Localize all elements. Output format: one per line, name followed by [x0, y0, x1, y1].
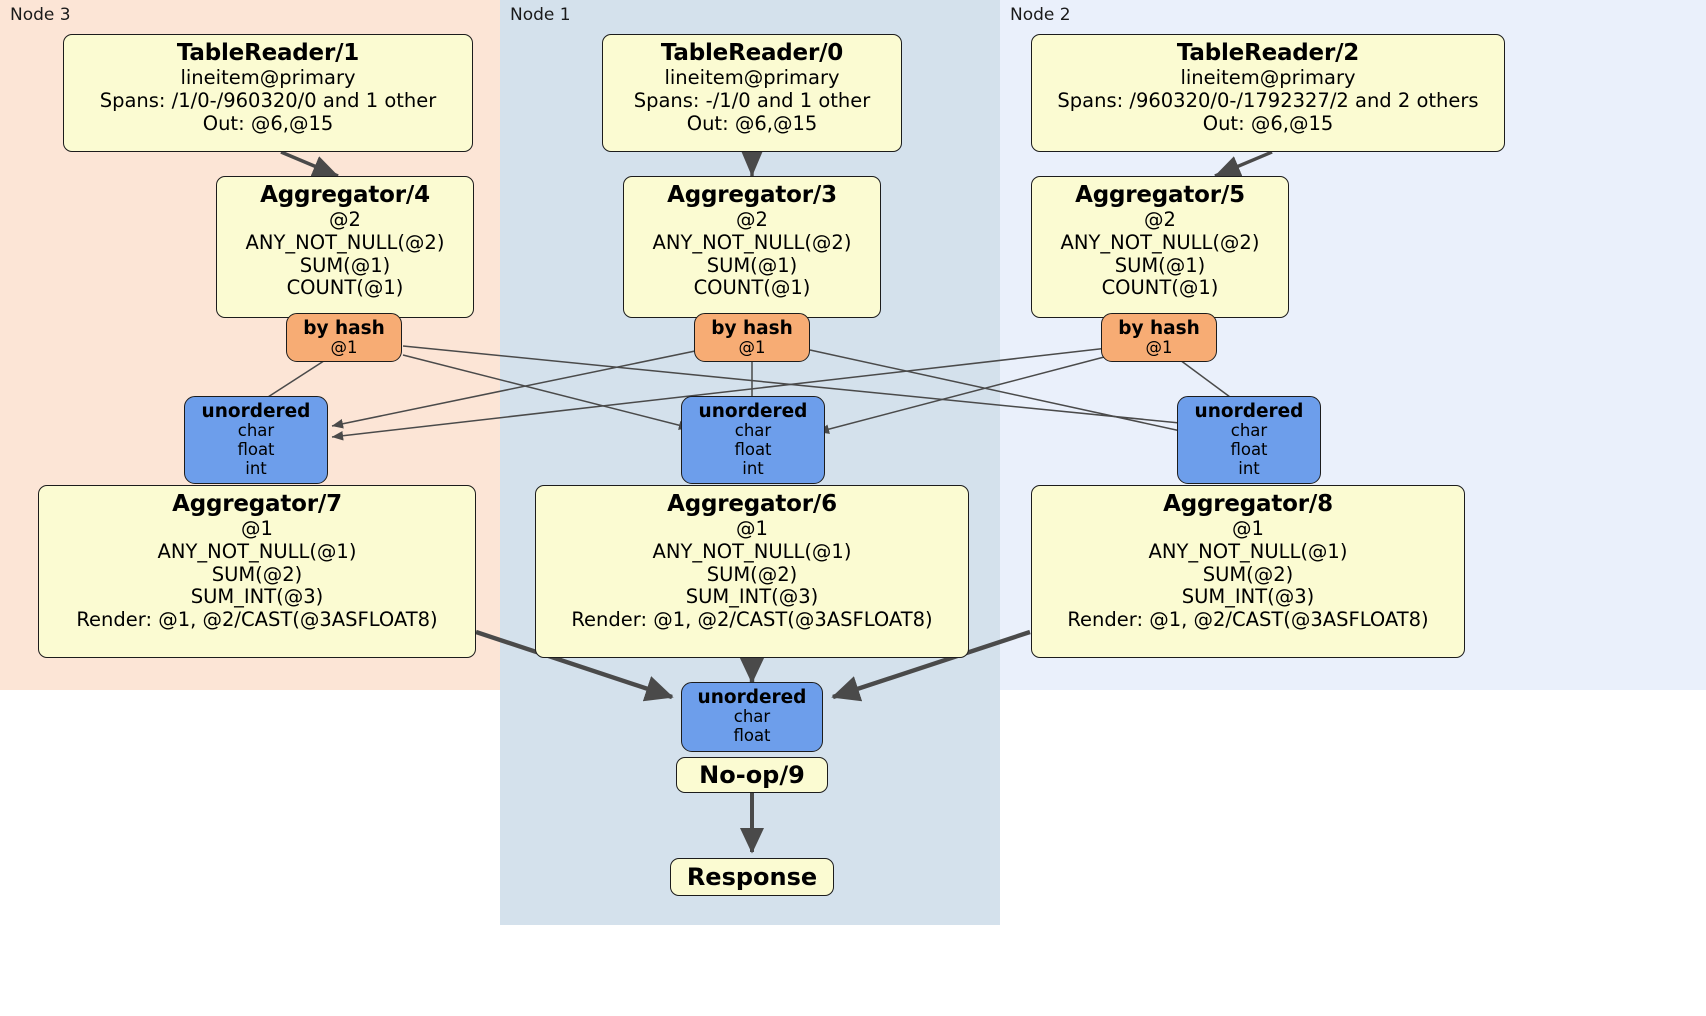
router-unordered-node-1-line-0: char	[734, 421, 772, 441]
router-hash-node-1-title: by hash	[711, 318, 793, 339]
no-op-9-title: No-op/9	[699, 761, 805, 789]
aggregator-3-line-0: @2	[736, 207, 768, 231]
processor-aggregator-5[interactable]: Aggregator/5 @2 ANY_NOT_NULL(@2) SUM(@1)…	[1031, 176, 1289, 318]
table-reader-1-line-0: lineitem@primary	[180, 65, 356, 89]
table-reader-0-line-1: Spans: -/1/0 and 1 other	[633, 88, 871, 112]
table-reader-1-line-1: Spans: /1/0-/960320/0 and 1 other	[99, 88, 437, 112]
router-unordered-node-3-line-1: float	[237, 440, 275, 460]
processor-table-reader-1[interactable]: TableReader/1 lineitem@primary Spans: /1…	[63, 34, 473, 152]
aggregator-8-line-2: SUM(@2)	[1202, 562, 1294, 586]
table-reader-2-title: TableReader/2	[1176, 40, 1360, 66]
aggregator-8-title: Aggregator/8	[1163, 491, 1333, 517]
router-hash-node-2-line-0: @1	[1145, 338, 1173, 358]
router-unordered-final[interactable]: unordered char float	[681, 682, 823, 752]
aggregator-7-line-3: SUM_INT(@3)	[190, 585, 324, 609]
router-unordered-node-3-line-0: char	[237, 421, 275, 441]
router-unordered-node-2-line-2: int	[1238, 459, 1260, 479]
processor-aggregator-7[interactable]: Aggregator/7 @1 ANY_NOT_NULL(@1) SUM(@2)…	[38, 485, 476, 658]
aggregator-6-title: Aggregator/6	[667, 491, 837, 517]
aggregator-4-line-1: ANY_NOT_NULL(@2)	[245, 230, 445, 254]
table-reader-2-line-2: Out: @6,@15	[1202, 111, 1334, 135]
aggregator-5-line-3: COUNT(@1)	[1101, 276, 1219, 300]
router-unordered-node-3-title: unordered	[201, 401, 311, 422]
table-reader-0-title: TableReader/0	[660, 40, 844, 66]
aggregator-6-line-3: SUM_INT(@3)	[685, 585, 819, 609]
region-node-3-label: Node 3	[10, 5, 71, 25]
aggregator-7-line-1: ANY_NOT_NULL(@1)	[157, 539, 357, 563]
table-reader-0-line-0: lineitem@primary	[664, 65, 840, 89]
aggregator-7-line-2: SUM(@2)	[211, 562, 303, 586]
router-hash-node-3-title: by hash	[303, 318, 385, 339]
processor-table-reader-2[interactable]: TableReader/2 lineitem@primary Spans: /9…	[1031, 34, 1505, 152]
aggregator-4-line-0: @2	[329, 207, 361, 231]
aggregator-5-line-1: ANY_NOT_NULL(@2)	[1060, 230, 1260, 254]
processor-response[interactable]: Response	[670, 858, 834, 896]
router-hash-node-1[interactable]: by hash @1	[694, 313, 810, 362]
aggregator-4-line-3: COUNT(@1)	[286, 276, 404, 300]
table-reader-1-line-2: Out: @6,@15	[202, 111, 334, 135]
router-unordered-node-1-title: unordered	[698, 401, 808, 422]
processor-aggregator-3[interactable]: Aggregator/3 @2 ANY_NOT_NULL(@2) SUM(@1)…	[623, 176, 881, 318]
region-node-2-label: Node 2	[1010, 5, 1071, 25]
aggregator-3-line-1: ANY_NOT_NULL(@2)	[652, 230, 852, 254]
processor-aggregator-4[interactable]: Aggregator/4 @2 ANY_NOT_NULL(@2) SUM(@1)…	[216, 176, 474, 318]
region-node-1-label: Node 1	[510, 5, 571, 25]
router-hash-node-2-title: by hash	[1118, 318, 1200, 339]
aggregator-6-line-2: SUM(@2)	[706, 562, 798, 586]
aggregator-7-line-0: @1	[241, 516, 273, 540]
aggregator-3-title: Aggregator/3	[667, 182, 837, 208]
aggregator-5-line-2: SUM(@1)	[1114, 253, 1206, 277]
aggregator-4-line-2: SUM(@1)	[299, 253, 391, 277]
aggregator-8-line-4: Render: @1, @2/CAST(@3ASFLOAT8)	[1067, 608, 1429, 632]
aggregator-8-line-0: @1	[1232, 516, 1264, 540]
router-unordered-node-3-line-2: int	[245, 459, 267, 479]
processor-table-reader-0[interactable]: TableReader/0 lineitem@primary Spans: -/…	[602, 34, 902, 152]
aggregator-8-line-1: ANY_NOT_NULL(@1)	[1148, 539, 1348, 563]
aggregator-6-line-4: Render: @1, @2/CAST(@3ASFLOAT8)	[571, 608, 933, 632]
router-unordered-node-2-line-0: char	[1230, 421, 1268, 441]
router-hash-node-3-line-0: @1	[330, 338, 358, 358]
router-unordered-node-2-title: unordered	[1194, 401, 1304, 422]
router-unordered-node-2[interactable]: unordered char float int	[1177, 396, 1321, 484]
aggregator-3-line-2: SUM(@1)	[706, 253, 798, 277]
processor-aggregator-8[interactable]: Aggregator/8 @1 ANY_NOT_NULL(@1) SUM(@2)…	[1031, 485, 1465, 658]
aggregator-4-title: Aggregator/4	[260, 182, 430, 208]
aggregator-8-line-3: SUM_INT(@3)	[1181, 585, 1315, 609]
router-hash-node-3[interactable]: by hash @1	[286, 313, 402, 362]
aggregator-7-title: Aggregator/7	[172, 491, 342, 517]
router-unordered-node-1-line-1: float	[734, 440, 772, 460]
aggregator-5-title: Aggregator/5	[1075, 182, 1245, 208]
processor-aggregator-6[interactable]: Aggregator/6 @1 ANY_NOT_NULL(@1) SUM(@2)…	[535, 485, 969, 658]
table-reader-0-line-2: Out: @6,@15	[686, 111, 818, 135]
table-reader-2-line-0: lineitem@primary	[1180, 65, 1356, 89]
processor-no-op-9[interactable]: No-op/9	[676, 757, 828, 793]
aggregator-6-line-1: ANY_NOT_NULL(@1)	[652, 539, 852, 563]
response-title: Response	[686, 863, 818, 891]
aggregator-7-line-4: Render: @1, @2/CAST(@3ASFLOAT8)	[76, 608, 438, 632]
router-unordered-final-line-0: char	[733, 707, 771, 727]
router-hash-node-2[interactable]: by hash @1	[1101, 313, 1217, 362]
router-unordered-node-3[interactable]: unordered char float int	[184, 396, 328, 484]
router-unordered-final-line-1: float	[733, 726, 771, 746]
router-unordered-node-2-line-1: float	[1230, 440, 1268, 460]
table-reader-2-line-1: Spans: /960320/0-/1792327/2 and 2 others	[1057, 88, 1479, 112]
router-unordered-node-1-line-2: int	[742, 459, 764, 479]
router-unordered-node-1[interactable]: unordered char float int	[681, 396, 825, 484]
router-hash-node-1-line-0: @1	[738, 338, 766, 358]
aggregator-6-line-0: @1	[736, 516, 768, 540]
aggregator-3-line-3: COUNT(@1)	[693, 276, 811, 300]
table-reader-1-title: TableReader/1	[176, 40, 360, 66]
router-unordered-final-title: unordered	[697, 687, 807, 708]
aggregator-5-line-0: @2	[1144, 207, 1176, 231]
